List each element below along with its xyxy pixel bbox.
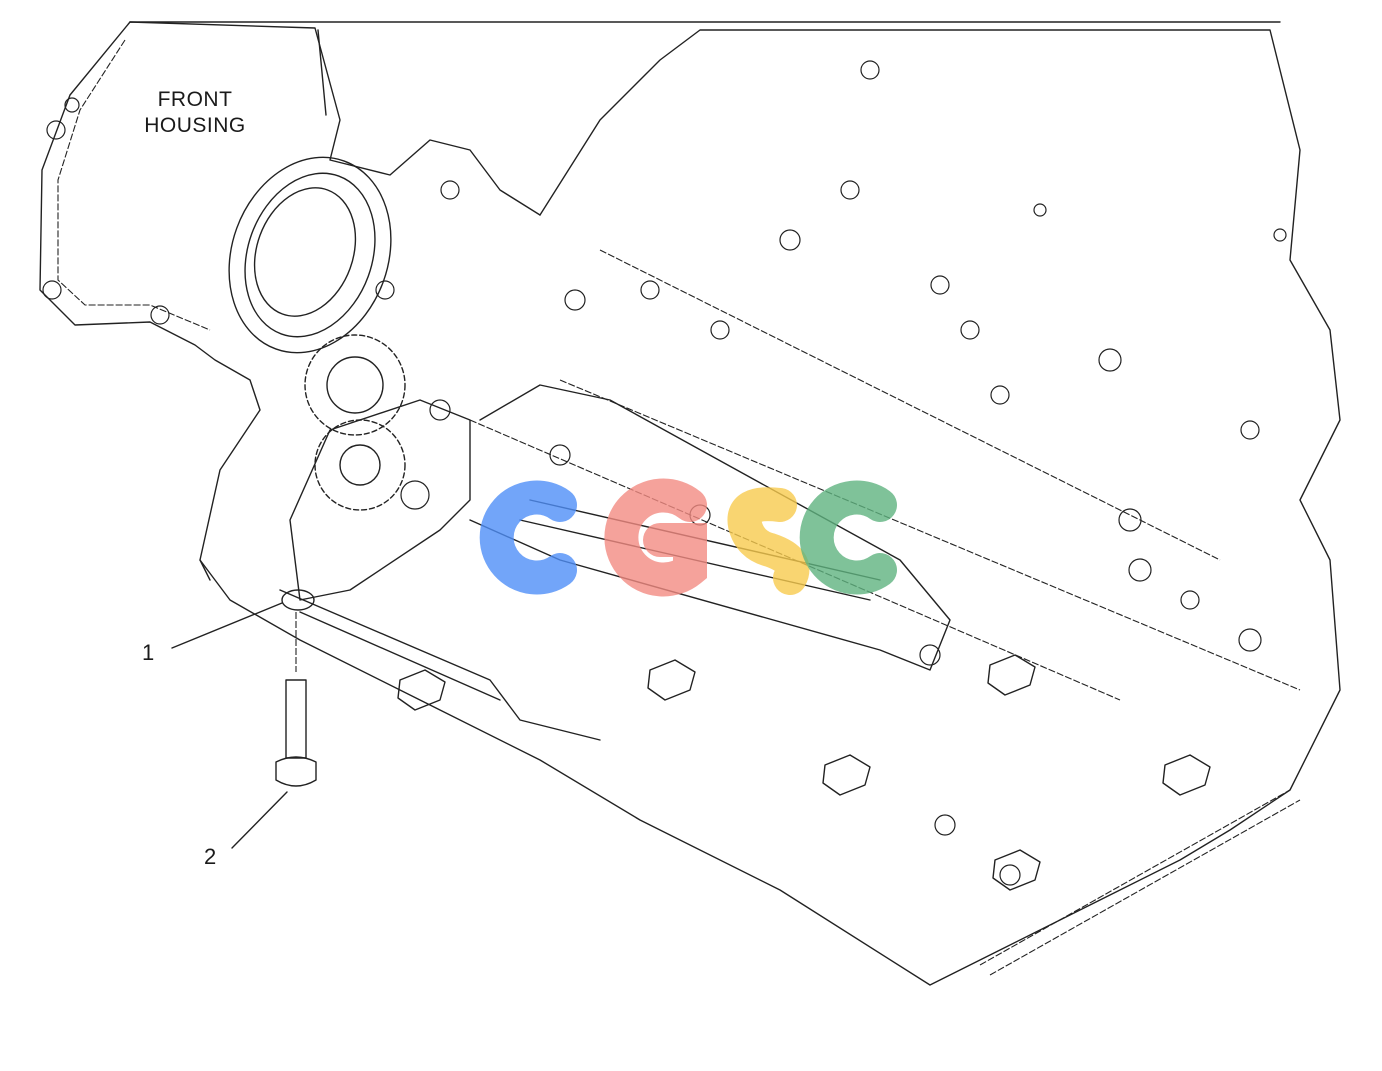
block-deck-line bbox=[469, 249, 1301, 701]
pump-lower-bracket bbox=[279, 589, 601, 741]
pump-mount-bolt bbox=[400, 480, 430, 510]
callout-2: 2 bbox=[204, 844, 217, 869]
front-housing-label-line2: HOUSING bbox=[144, 114, 246, 137]
front-housing-inner bbox=[57, 39, 211, 331]
watermark-letter-g bbox=[604, 478, 707, 597]
pump-bolt-hole bbox=[281, 589, 315, 611]
main-bearing-bolts bbox=[397, 654, 1211, 891]
callout-2-leader bbox=[231, 791, 288, 849]
watermark-letter-c1 bbox=[479, 480, 577, 595]
crankshaft-seal bbox=[228, 156, 392, 354]
watermark-letter-c2 bbox=[799, 480, 897, 595]
bolt-item-2 bbox=[275, 612, 317, 787]
front-housing-label: FRONT HOUSING bbox=[130, 87, 260, 139]
housing-seam-line bbox=[317, 29, 327, 116]
pump-mount-bolt-top bbox=[429, 399, 451, 421]
callout-1: 1 bbox=[142, 640, 155, 665]
oil-pump-gears bbox=[304, 334, 406, 511]
front-housing-outline bbox=[39, 21, 541, 581]
front-housing-label-line1: FRONT bbox=[157, 88, 233, 111]
block-pan-rail bbox=[979, 789, 1301, 976]
housing-bolts bbox=[42, 97, 460, 325]
watermark-logo bbox=[479, 478, 897, 597]
oil-pump-body bbox=[289, 399, 471, 601]
callout-1-leader bbox=[171, 602, 283, 649]
block-holes bbox=[564, 60, 1287, 886]
oil-pickup-tube bbox=[469, 384, 951, 671]
watermark-letter-s bbox=[727, 487, 810, 595]
